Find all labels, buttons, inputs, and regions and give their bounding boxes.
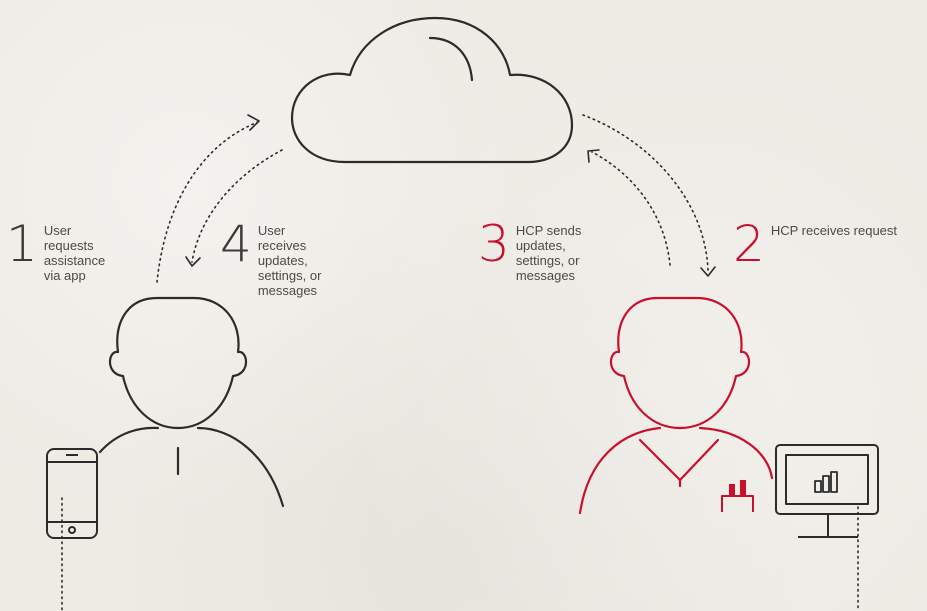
step-4-line: updates,	[257, 253, 308, 268]
step-3-line: updates,	[515, 238, 566, 253]
connector-user-to-cloud	[156, 121, 259, 283]
monitor-icon	[775, 444, 879, 538]
step-1-line: assistance	[43, 253, 106, 268]
step-4-number: 4	[220, 215, 252, 273]
cloud-icon	[290, 16, 574, 164]
step-1-text: User requests assistance via app	[44, 222, 105, 283]
step-4-line: messages	[257, 283, 318, 298]
bar-chart-icon	[814, 471, 838, 493]
arrowhead-up-left	[247, 114, 260, 131]
step-1-number: 1	[6, 215, 38, 273]
user-person-icon	[98, 296, 285, 508]
step-3-text: HCP sends updates, settings, or messages	[516, 222, 582, 283]
step-3: 3 HCP sends updates, settings, or messag…	[478, 215, 582, 283]
arrowhead-down-left	[185, 256, 201, 267]
step-2-text: HCP receives request	[771, 222, 897, 238]
step-1-line: requests	[43, 238, 94, 253]
step-1: 1 User requests assistance via app	[6, 215, 105, 283]
step-3-line: HCP sends	[515, 223, 582, 238]
arrowheads	[185, 114, 716, 277]
connector-cloud-to-user	[191, 149, 283, 263]
step-4: 4 User receives updates, settings, or me…	[220, 215, 322, 298]
step-4-line: receives	[257, 238, 307, 253]
step-1-line: via app	[43, 268, 86, 283]
hcp-person-icon	[578, 296, 774, 515]
step-3-line: messages	[515, 268, 576, 283]
step-4-text: User receives updates, settings, or mess…	[258, 222, 322, 298]
connector-cloud-to-hcp	[582, 114, 709, 271]
step-2-number: 2	[733, 215, 765, 273]
arrowhead-down-right	[700, 266, 716, 277]
hcp-badge-icon	[721, 480, 754, 512]
dotted-connectors	[61, 114, 859, 611]
smartphone-icon	[46, 448, 98, 539]
step-2-line: HCP receives request	[770, 223, 898, 238]
step-3-number: 3	[478, 215, 510, 273]
connector-hcp-to-cloud	[591, 151, 671, 266]
step-3-line: settings, or	[515, 253, 580, 268]
arrowhead-up-right	[587, 149, 600, 163]
step-4-line: User	[257, 223, 286, 238]
step-2: 2 HCP receives request	[733, 215, 897, 273]
step-4-line: settings, or	[257, 268, 322, 283]
step-1-line: User	[43, 223, 72, 238]
